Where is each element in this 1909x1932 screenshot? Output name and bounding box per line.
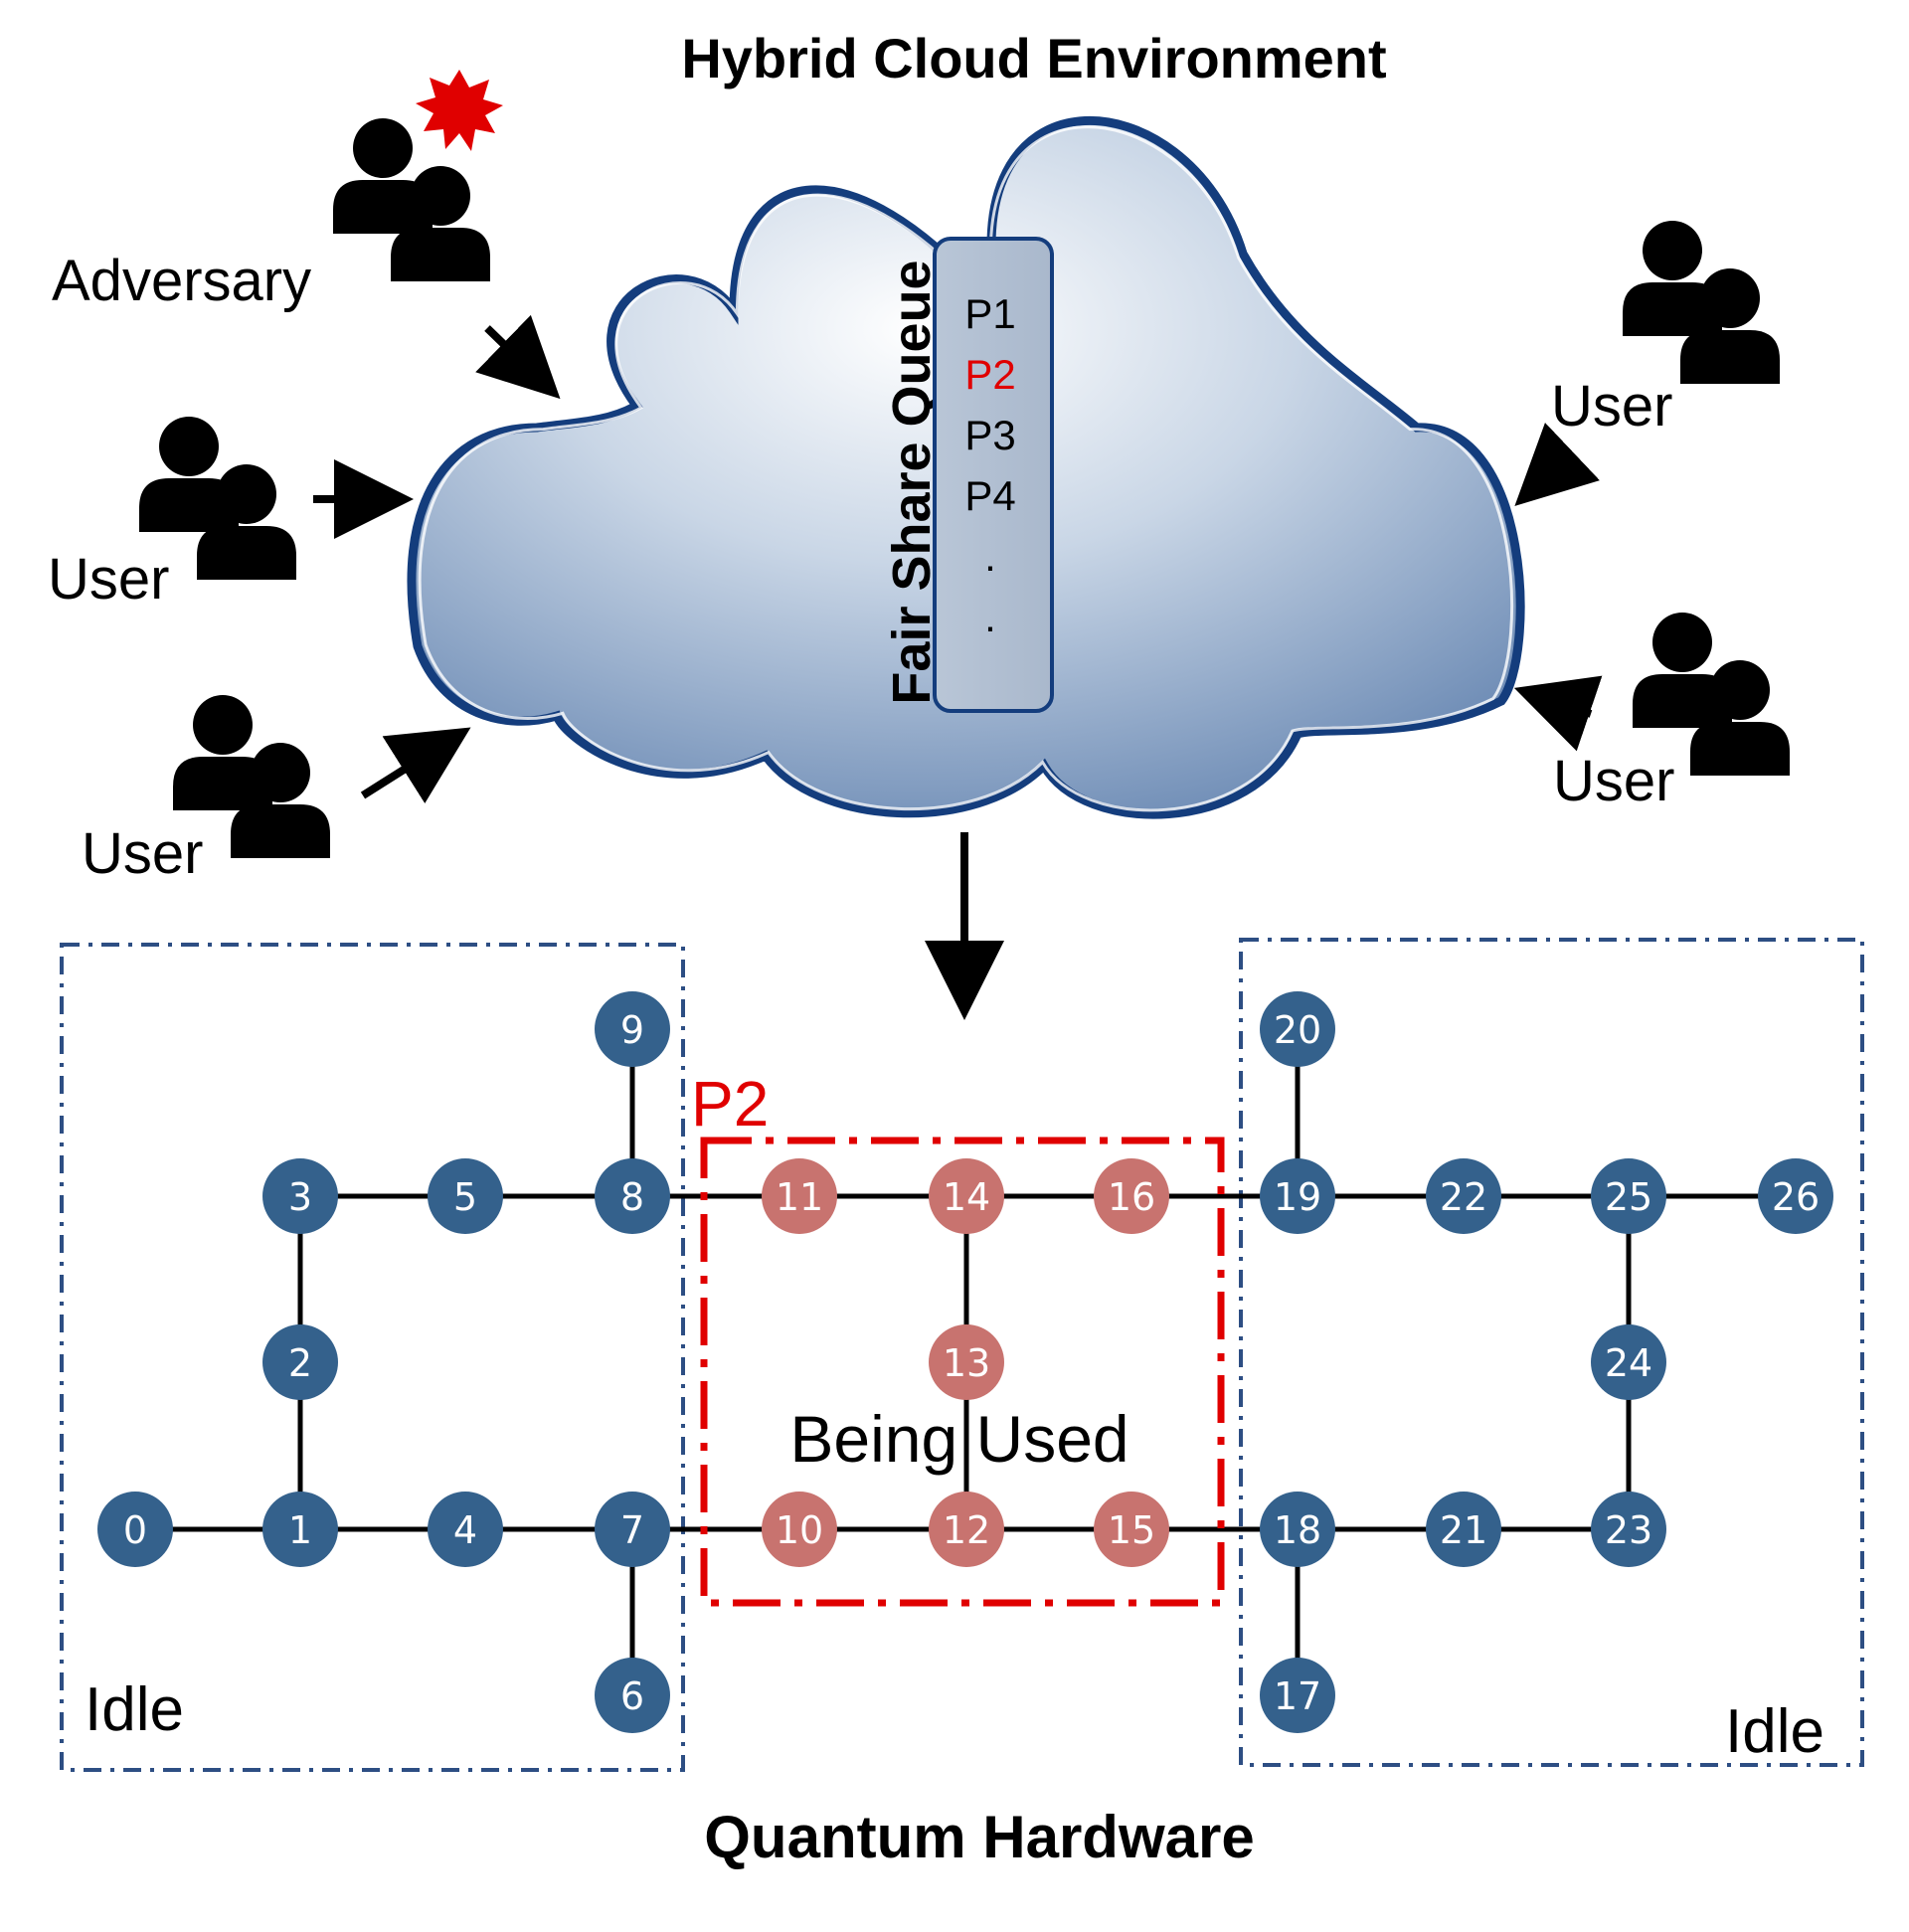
used-program-label: P2 [691,1068,769,1140]
qubit-label: 13 [943,1341,990,1385]
idle-label-right: Idle [1725,1697,1824,1766]
qubit-label: 5 [453,1175,477,1219]
qubit-label: 19 [1274,1175,1321,1219]
qubit-node-used [929,1158,1004,1234]
qubit-label: 22 [1440,1175,1487,1219]
alert-burst-icon [416,70,503,151]
idle-label-left: Idle [85,1675,184,1744]
qubit-label: 1 [288,1508,312,1552]
qubit-label: 20 [1274,1008,1321,1052]
qubit-node-idle [262,1324,338,1400]
cloud-inner-border [418,125,1514,812]
qubit-label: 12 [943,1508,990,1552]
qubit-node-idle [262,1158,338,1234]
qubit-label: 9 [620,1008,644,1052]
qubit-node-idle [595,1492,670,1567]
queue-item: P4 [964,472,1015,519]
qubit-node-idle [1260,991,1335,1067]
qubit-node-used [1094,1492,1169,1567]
user-label-right-bottom: User [1553,749,1674,813]
queue-item: . [984,533,996,580]
qubit-label: 18 [1274,1508,1321,1552]
qubit-node-idle [1426,1158,1501,1234]
qubit-label: 25 [1605,1175,1652,1219]
user-label-right-top: User [1551,374,1672,439]
qubit-node-idle [1591,1492,1666,1567]
qubit-node-idle [1591,1324,1666,1400]
qubit-node-idle [1260,1158,1335,1234]
queue-item: P2 [964,351,1015,398]
user-icon-right-top [1623,221,1780,384]
qubit-node-idle [428,1158,503,1234]
used-label: Being Used [789,1402,1128,1476]
qubit-label: 14 [943,1175,990,1219]
queue-item: P1 [964,290,1015,337]
qubit-node-used [929,1492,1004,1567]
queue-label: Fair Share Queue [882,260,942,704]
qubit-label: 4 [453,1508,477,1552]
qubit-node-used [1094,1158,1169,1234]
queue-item: . [984,594,996,640]
qubit-node-idle [1758,1158,1833,1234]
used-box [700,1137,1225,1607]
hardware-title: Quantum Hardware [704,1804,1254,1870]
qubit-node-used [929,1324,1004,1400]
qubit-node-idle [1260,1492,1335,1567]
qubit-node-idle [595,1158,670,1234]
qubit-node-idle [262,1492,338,1567]
arrow-user-right-bottom [1513,675,1603,752]
qubit-node-idle [1591,1158,1666,1234]
user-label-left-mid: User [48,547,169,612]
qubit-label: 24 [1605,1341,1652,1385]
arrow-user-right-top [1514,422,1600,506]
queue-item: P3 [964,412,1015,458]
qubit-node-idle [428,1492,503,1567]
arrow-user-left-bottom [360,727,471,803]
queue-box [933,237,1054,713]
user-label-left-bottom: User [82,821,203,886]
qubit-label: 7 [620,1508,644,1552]
qubit-label: 11 [776,1175,823,1219]
qubit-node-idle [1426,1492,1501,1567]
idle-box-right [1239,938,1864,1767]
idle-box-left [60,943,685,1772]
submission-arrows [313,314,1603,1020]
qubit-label: 17 [1274,1674,1321,1718]
qubit-node-idle [595,991,670,1067]
qubit-label: 3 [288,1175,312,1219]
qubit-node-used [762,1158,837,1234]
qubit-label: 21 [1440,1508,1487,1552]
qubit-label: 16 [1108,1175,1155,1219]
qubit-node-idle [97,1492,173,1567]
diagram-title: Hybrid Cloud Environment [681,27,1386,89]
qubit-node-idle [595,1658,670,1733]
adversary-label: Adversary [52,249,311,313]
qubit-label: 23 [1605,1508,1652,1552]
qubit-label: 10 [776,1508,823,1552]
qubit-node-used [762,1492,837,1567]
qubit-label: 26 [1772,1175,1820,1219]
qubit-label: 2 [288,1341,312,1385]
qubit-label: 6 [620,1674,644,1718]
qubit-label: 0 [123,1508,147,1552]
arrow-adversary [475,314,561,400]
qubit-node-idle [1260,1658,1335,1733]
qubit-label: 8 [620,1175,644,1219]
qubit-label: 15 [1108,1508,1155,1552]
